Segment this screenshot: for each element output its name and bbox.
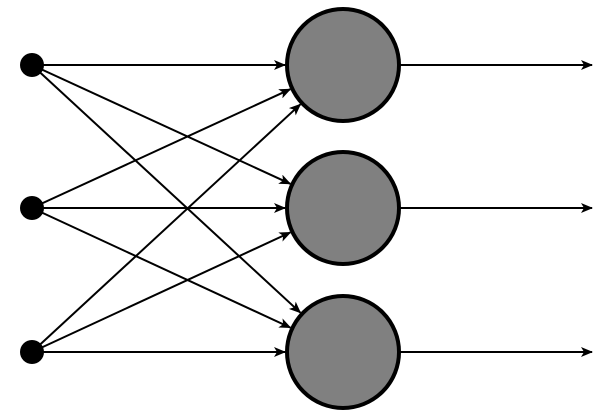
edge-input-2-to-neuron-3 (31, 207, 292, 329)
output-arrows (399, 60, 593, 357)
input-node-1 (20, 53, 44, 77)
edge-input-2-to-neuron-1 (31, 88, 292, 209)
neuron-1 (285, 7, 401, 123)
neuron-layer (285, 7, 401, 410)
edge-input-3-to-neuron-2 (31, 231, 292, 353)
connection-edges (31, 60, 302, 357)
input-node-3 (20, 340, 44, 364)
input-node-2 (20, 196, 44, 220)
neuron-2 (285, 150, 401, 266)
edge-input-1-to-neuron-2 (31, 64, 292, 185)
edge-input-3-to-neuron-1 (31, 103, 302, 353)
input-layer (20, 53, 44, 364)
edge-input-1-to-neuron-3 (31, 64, 302, 314)
neuron-3 (285, 294, 401, 410)
